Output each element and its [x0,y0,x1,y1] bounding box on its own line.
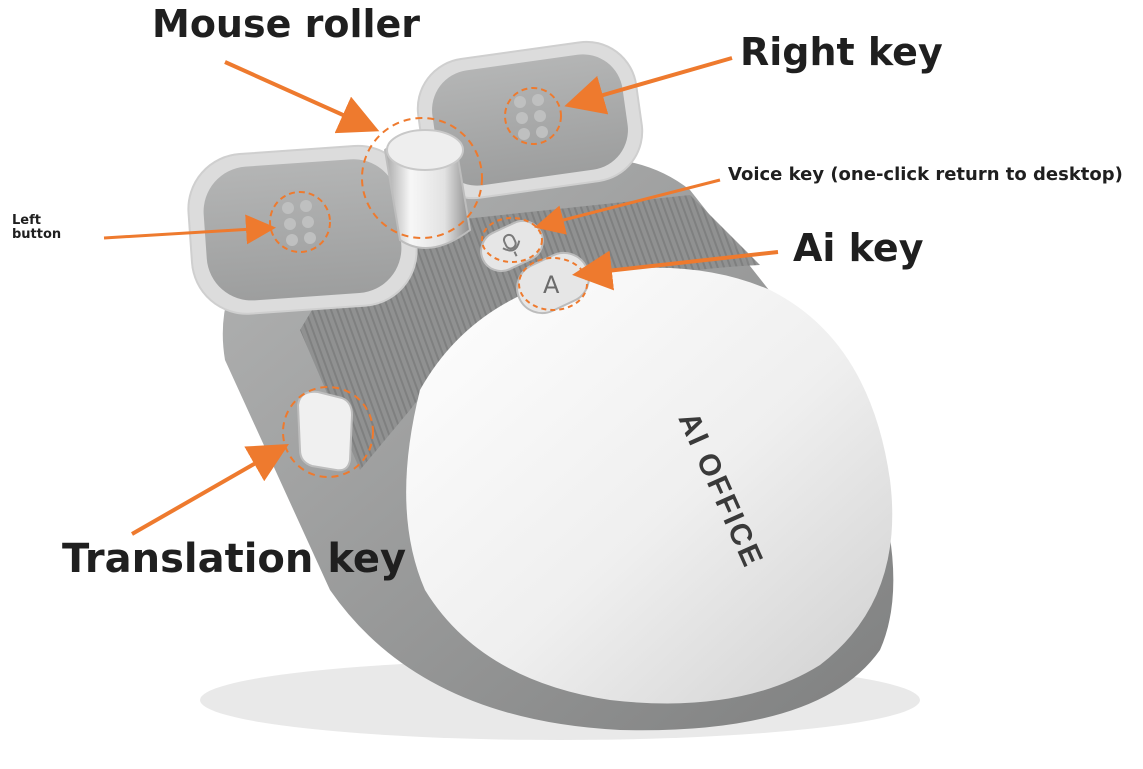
arrow-voice-key [534,178,721,235]
translation-key[interactable] [282,386,374,478]
right-key-bumps-icon [514,94,548,140]
label-translation-key: Translation key [62,536,407,582]
mouse-roller-highlight [361,117,483,239]
voice-key[interactable] [475,214,550,277]
ai-key-glyph: A [543,271,560,299]
arrow-translation-key [131,444,289,536]
voice-key-highlight [481,217,543,263]
microphone-icon [502,233,521,257]
mouse-body [406,267,893,704]
left-button-bumps-icon [282,200,316,246]
right-key-highlight [504,87,562,145]
mouse-roller[interactable] [361,117,483,249]
label-right-key: Right key [740,30,943,74]
label-left-button: Left button [12,213,62,242]
left-button[interactable] [185,142,421,317]
label-ai-key: Ai key [793,226,924,270]
arrow-mouse-roller [224,60,380,134]
label-mouse-roller: Mouse roller [152,2,421,46]
arrow-right-key [564,56,733,115]
translation-key-highlight [282,386,374,478]
arrow-ai-key [572,250,779,291]
label-voice-key: Voice key (one-click return to desktop) [728,164,1123,185]
arrow-left-button [103,214,276,245]
